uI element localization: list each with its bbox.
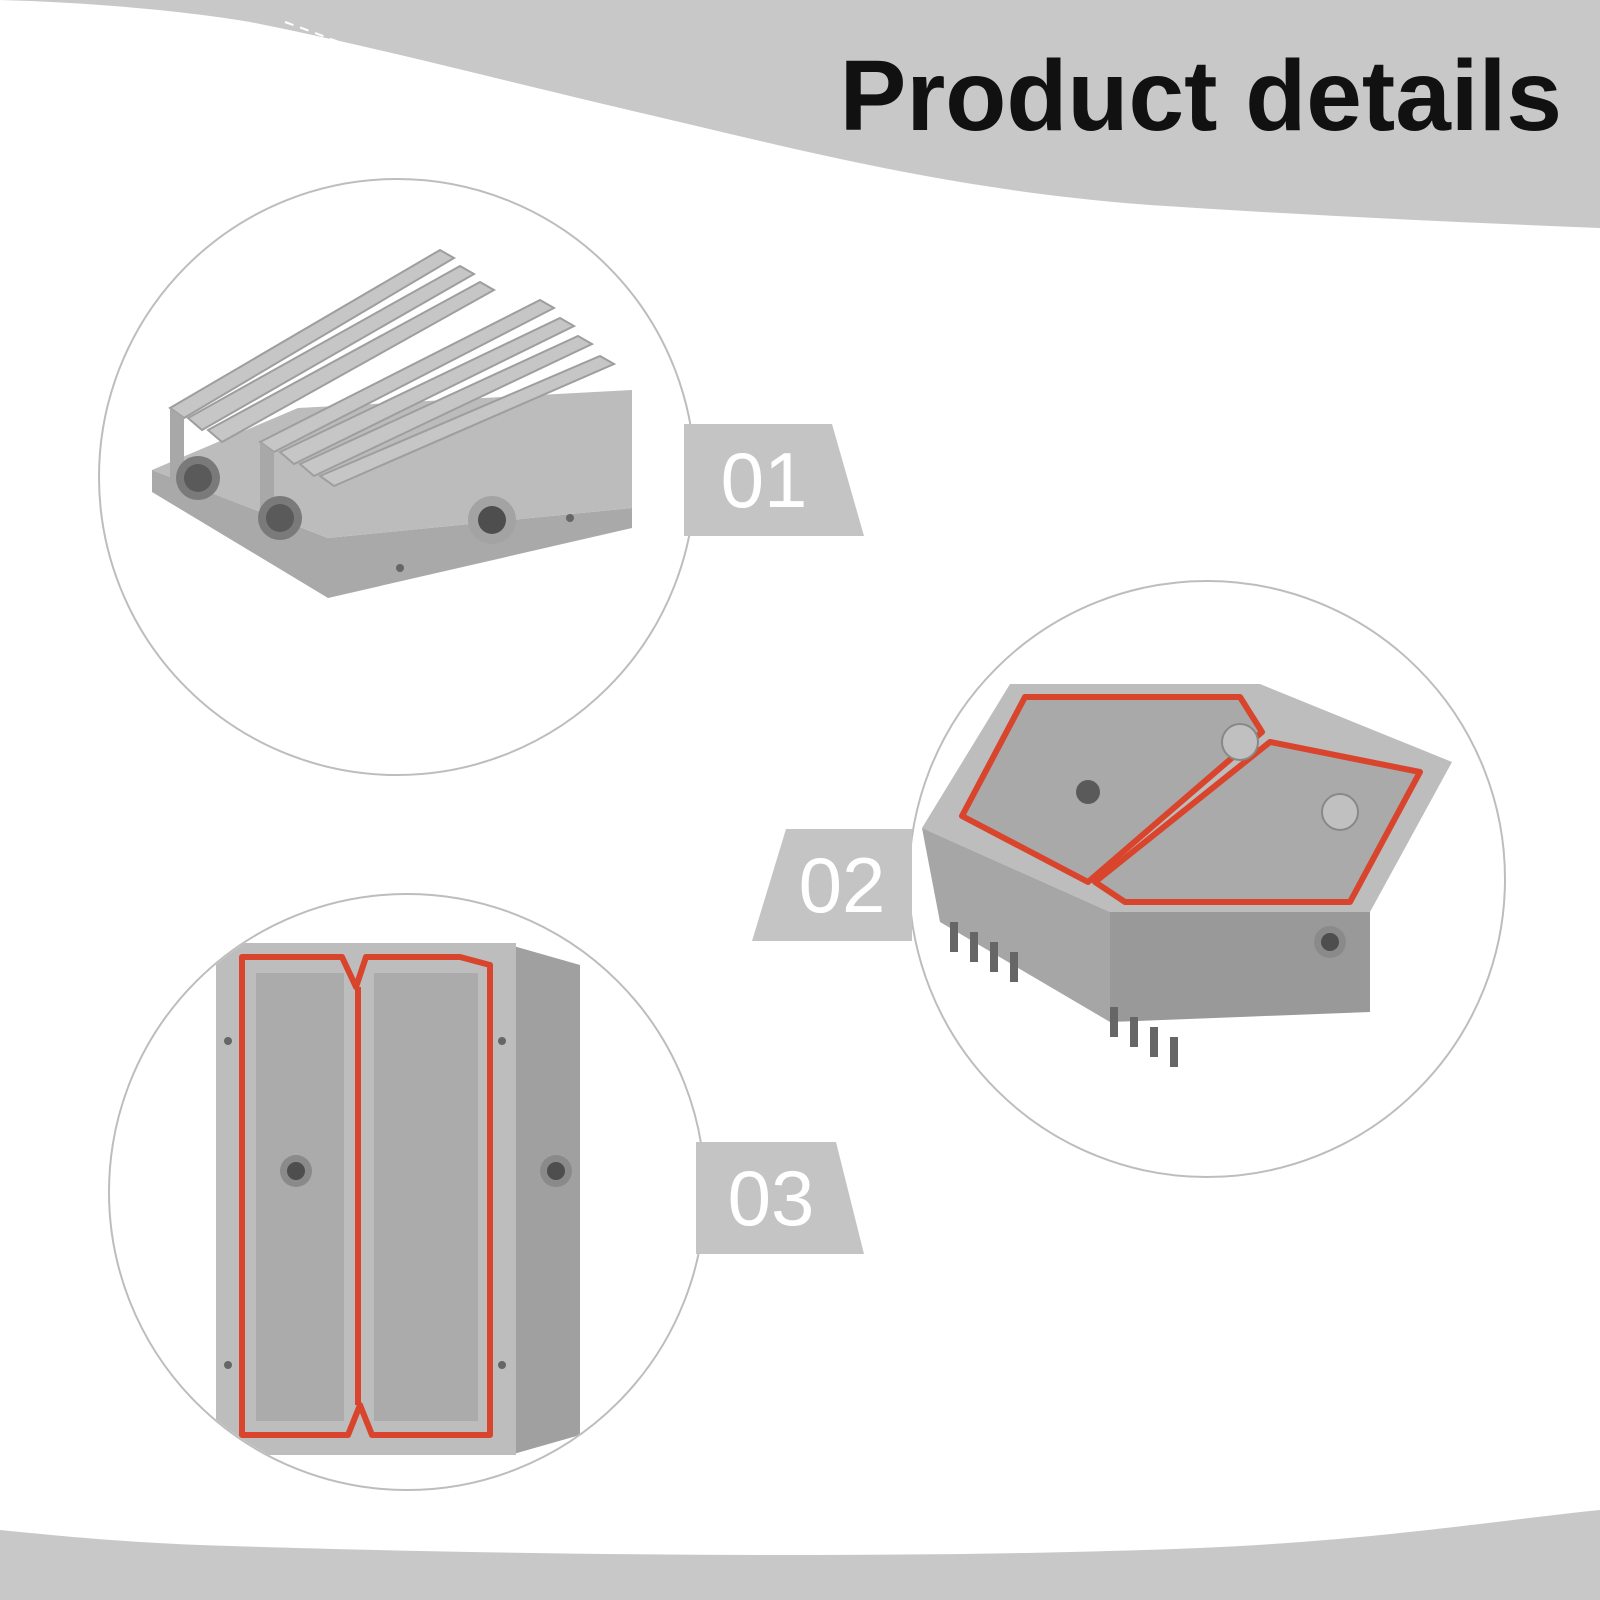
cylinder-head-gasket-front-image (216, 943, 580, 1455)
detail-circle-03 (108, 893, 706, 1491)
detail-badge-03: 03 (696, 1142, 864, 1254)
cylinder-head-fins-image (152, 248, 632, 598)
page-title: Product details (839, 40, 1562, 152)
detail-badge-02: 02 (752, 829, 912, 941)
detail-number-02: 02 (798, 841, 886, 929)
detail-number-03: 03 (727, 1154, 815, 1242)
detail-circle-02 (908, 580, 1506, 1178)
top-band (0, 0, 1600, 228)
cylinder-head-gasket-angled-image (922, 684, 1452, 1067)
detail-number-01: 01 (720, 436, 808, 524)
detail-badge-01: 01 (684, 424, 864, 536)
detail-circle-01 (98, 178, 696, 776)
dashed-curve (284, 21, 1151, 209)
bottom-band (0, 1510, 1600, 1600)
